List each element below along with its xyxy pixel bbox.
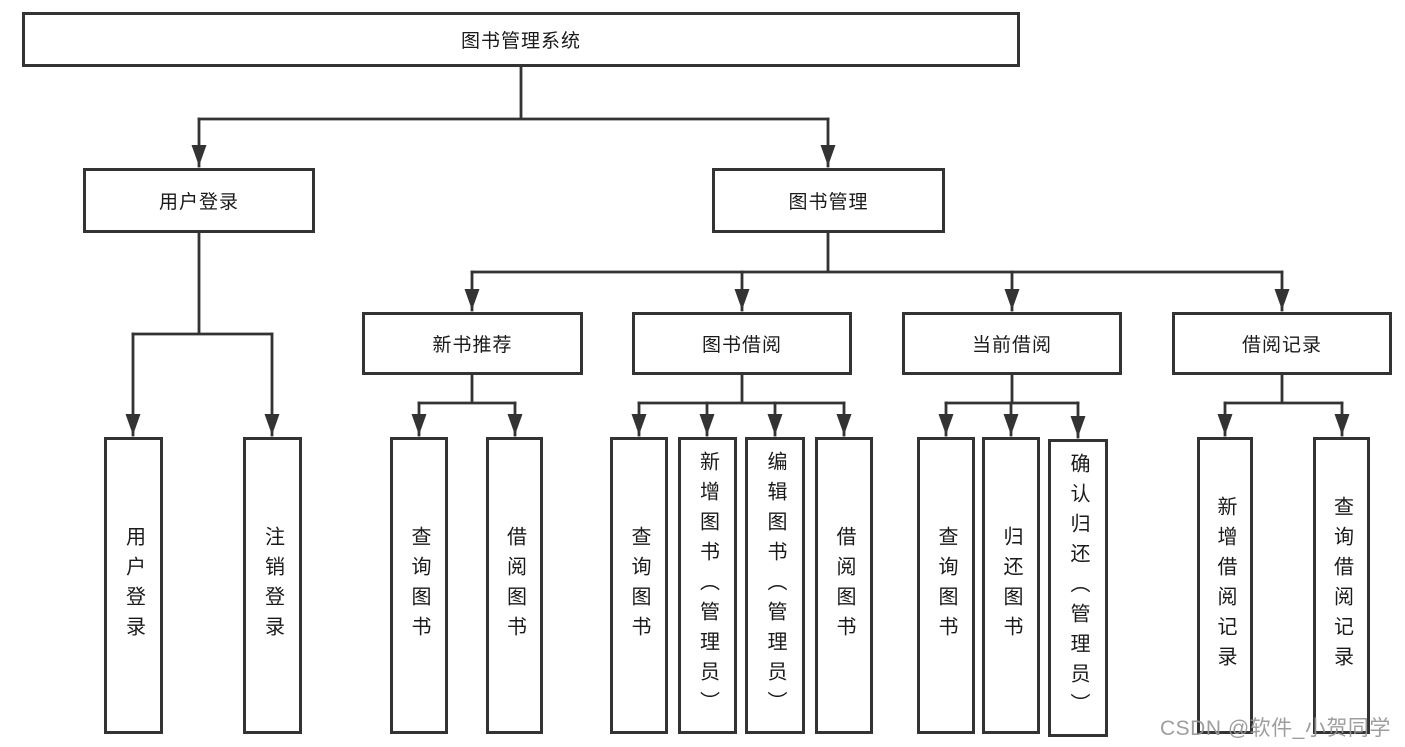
node-leaf-bb-edit-books-admin: 编辑图书（管理员） — [745, 437, 805, 734]
node-leaf-nb-query-books: 查询图书 — [390, 437, 448, 734]
node-library-management-system: 图书管理系统 — [22, 12, 1020, 67]
leaf-label: 归还图书 — [1000, 525, 1022, 646]
leaf-label: 注销登录 — [261, 525, 284, 646]
node-leaf-cb-query-books: 查询图书 — [917, 437, 975, 734]
leaf-label: 借阅图书 — [503, 525, 526, 646]
node-book-management: 图书管理 — [712, 168, 945, 233]
leaf-label: 编辑图书（管理员） — [764, 450, 786, 721]
node-borrowing-records: 借阅记录 — [1172, 312, 1392, 375]
node-leaf-user-login: 用户登录 — [104, 437, 163, 734]
leaf-label: 新增图书（管理员） — [696, 450, 719, 721]
node-leaf-br-add-record: 新增借阅记录 — [1197, 437, 1253, 734]
node-leaf-bb-borrow-books: 借阅图书 — [815, 437, 873, 734]
node-user-login: 用户登录 — [83, 168, 315, 233]
node-leaf-logout: 注销登录 — [243, 437, 302, 734]
leaf-label: 用户登录 — [122, 525, 145, 646]
node-leaf-cb-return-books: 归还图书 — [982, 437, 1040, 734]
node-book-borrowing: 图书借阅 — [632, 312, 852, 375]
leaf-label: 确认归还（管理员） — [1067, 453, 1089, 723]
leaf-label: 借阅图书 — [833, 525, 855, 646]
node-new-book-recommendation: 新书推荐 — [362, 312, 583, 375]
leaf-label: 查询借阅记录 — [1330, 495, 1353, 676]
leaf-label: 查询图书 — [935, 525, 957, 646]
node-leaf-nb-borrow-books: 借阅图书 — [486, 437, 543, 734]
node-leaf-cb-confirm-return-admin: 确认归还（管理员） — [1048, 439, 1108, 737]
node-current-borrowing: 当前借阅 — [902, 312, 1122, 375]
node-leaf-bb-query-books: 查询图书 — [610, 437, 668, 734]
leaf-label: 查询图书 — [408, 525, 430, 646]
csdn-watermark: CSDN @软件_小贺同学 — [1160, 717, 1391, 740]
leaf-label: 查询图书 — [628, 525, 650, 646]
leaf-label: 新增借阅记录 — [1214, 495, 1236, 676]
node-leaf-br-query-record: 查询借阅记录 — [1313, 437, 1370, 734]
node-leaf-bb-add-books-admin: 新增图书（管理员） — [678, 437, 737, 734]
